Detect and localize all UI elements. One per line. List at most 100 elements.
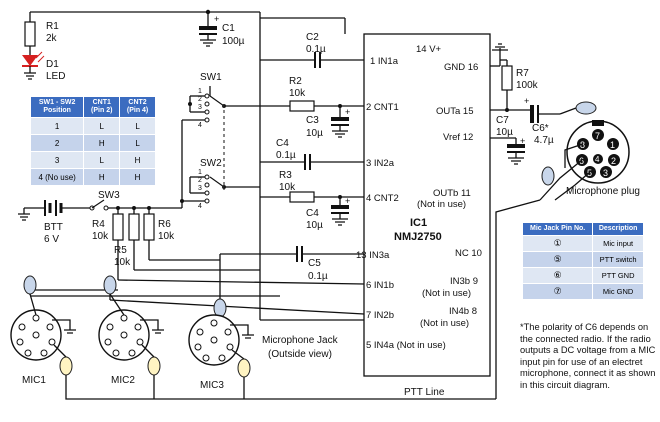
c2-name: C2 (306, 32, 319, 43)
resistor-r4: R4 10k (92, 208, 124, 280)
switch-sw1: SW1 1 2 3 4 (182, 72, 260, 129)
table-row: ⑤ PTT switch (521, 251, 644, 268)
table-row: 2 H L (29, 134, 156, 152)
sw1-pin1: 1 (198, 88, 202, 95)
mic3-label: MIC3 (200, 380, 224, 391)
c1-value: 100µ (222, 36, 245, 47)
table-cell: L (83, 151, 121, 169)
mic2-jack: MIC2 (98, 275, 164, 399)
sw3-name: SW3 (98, 190, 120, 201)
c4a-value: 0.1µ (276, 150, 296, 161)
ic-left-pin-3: 3 IN2a (366, 158, 395, 169)
d1-name: D1 (46, 59, 59, 70)
btt-value: 6 V (44, 234, 59, 245)
table-row: 1 L L (29, 117, 156, 135)
mic-jack-pin-table: Mic Jack Pin No. Description ① Mic input… (521, 222, 644, 300)
table-cell: PTT GND (592, 267, 644, 284)
ic-left-pin-13: 13 IN3a (356, 250, 390, 261)
sw2-pin4: 4 (198, 203, 202, 210)
gnd-pin16-wire (490, 43, 508, 67)
microphone-plug-label: Microphone plug (566, 186, 640, 197)
ic-left-pin-4: 4 CNT2 (366, 193, 399, 204)
c6-value: 4.7µ (534, 135, 554, 146)
ic-right-note-9: (Not in use) (422, 288, 471, 299)
ic-right-note-8: (Not in use) (420, 318, 469, 329)
microphone-plug: 7 8 1 6 2 5 3 4 Microphone plug (539, 101, 640, 201)
c7-name: C7 (496, 115, 509, 126)
c6-name: C6* (532, 123, 549, 134)
c6-plus: + (524, 96, 529, 106)
table-cell: ① (521, 235, 594, 252)
microphone-jack-label: Microphone Jack (262, 335, 339, 346)
table-row: ⑥ PTT GND (521, 267, 644, 284)
sw-table-header-cnt1: CNT1 (Pin 2) (83, 96, 121, 118)
plug-pin-1: 1 (610, 140, 615, 150)
ic-left-pin-7: 7 IN2b (366, 310, 394, 321)
resistor-r5: R5 10k (114, 208, 140, 270)
d1-value: LED (46, 71, 65, 82)
c4a-name: C4 (276, 138, 289, 149)
ic-left-pin-5: 5 IN4a (Not in use) (366, 340, 446, 351)
c3-value: 10µ (306, 128, 323, 139)
table-cell: L (119, 134, 156, 152)
table-cell: 3 (29, 151, 85, 169)
resistor-r2: R2 10k (260, 76, 364, 112)
table-cell: 4 (No use) (29, 168, 85, 186)
c4b-value: 10µ (306, 220, 323, 231)
table-cell: L (119, 117, 156, 135)
ic-left-pin-2: 2 CNT1 (366, 102, 399, 113)
capacitor-c7: + C7 10µ (490, 115, 525, 165)
ic-right-pin-16: GND 16 (444, 62, 478, 73)
r5-name: R5 (114, 245, 127, 256)
c6-polarity-note: *The polarity of C6 depends on the conne… (520, 322, 656, 390)
table-cell: PTT switch (592, 251, 644, 268)
r7-name: R7 (516, 68, 529, 79)
resistor-r7: R7 100k (499, 48, 539, 110)
table-cell: Mic GND (592, 283, 644, 300)
r2-value: 10k (289, 88, 306, 99)
mic1-jack: MIC1 (10, 275, 496, 400)
capacitor-c3: + C3 10µ (306, 106, 350, 139)
ic-right-note-11: (Not in use) (417, 199, 466, 210)
ic-right-pin-14: 14 V+ (416, 44, 442, 55)
resistor-r1: R1 2k (24, 21, 59, 47)
c2-value: 0.1µ (306, 44, 326, 55)
mic-table-header-description: Description (592, 222, 644, 236)
table-cell: H (83, 134, 121, 152)
c7-plus: + (520, 136, 525, 146)
table-row: ⑦ Mic GND (521, 283, 644, 300)
ic-left-pin-1: 1 IN1a (370, 56, 399, 67)
capacitor-c4b: + C4 10µ (306, 196, 350, 231)
c4b-name: C4 (306, 208, 319, 219)
sw2-pin3: 3 (198, 185, 202, 192)
switch-sw3: SW3 (89, 120, 184, 211)
ic-right-pin-12: Vref 12 (443, 132, 473, 143)
table-cell: H (119, 151, 156, 169)
sw-table-header-cnt2: CNT2 (Pin 4) (119, 96, 156, 118)
btt-name: BTT (44, 222, 63, 233)
table-row: ① Mic input (521, 235, 644, 252)
sw1-name: SW1 (200, 72, 222, 83)
battery-btt: BTT 6 V (18, 200, 90, 245)
mic2-label: MIC2 (111, 375, 135, 386)
sw1-pin2: 2 (198, 96, 202, 103)
table-cell: L (83, 117, 121, 135)
c1-plus: + (214, 14, 219, 24)
capacitor-c1: + C1 100µ (199, 14, 245, 47)
sw2-pin2: 2 (198, 177, 202, 184)
resistor-r3: R3 10k (260, 170, 364, 203)
led-d1: D1 LED (22, 46, 65, 82)
ic-right-pin-9: IN3b 9 (450, 276, 478, 287)
r1-value: 2k (46, 33, 58, 44)
table-cell: Mic input (592, 235, 644, 252)
table-cell: ⑥ (521, 267, 594, 284)
c5-name: C5 (308, 258, 321, 269)
r4-name: R4 (92, 219, 105, 230)
r5-value: 10k (114, 257, 131, 268)
c3-name: C3 (306, 115, 319, 126)
table-cell: 1 (29, 117, 85, 135)
sw-table-header-position: SW1 - SW2 Position (29, 96, 85, 118)
top-supply-rail (29, 9, 346, 320)
mic-table-header-pin: Mic Jack Pin No. (521, 222, 594, 236)
plug-pin-8: 8 (580, 140, 585, 150)
